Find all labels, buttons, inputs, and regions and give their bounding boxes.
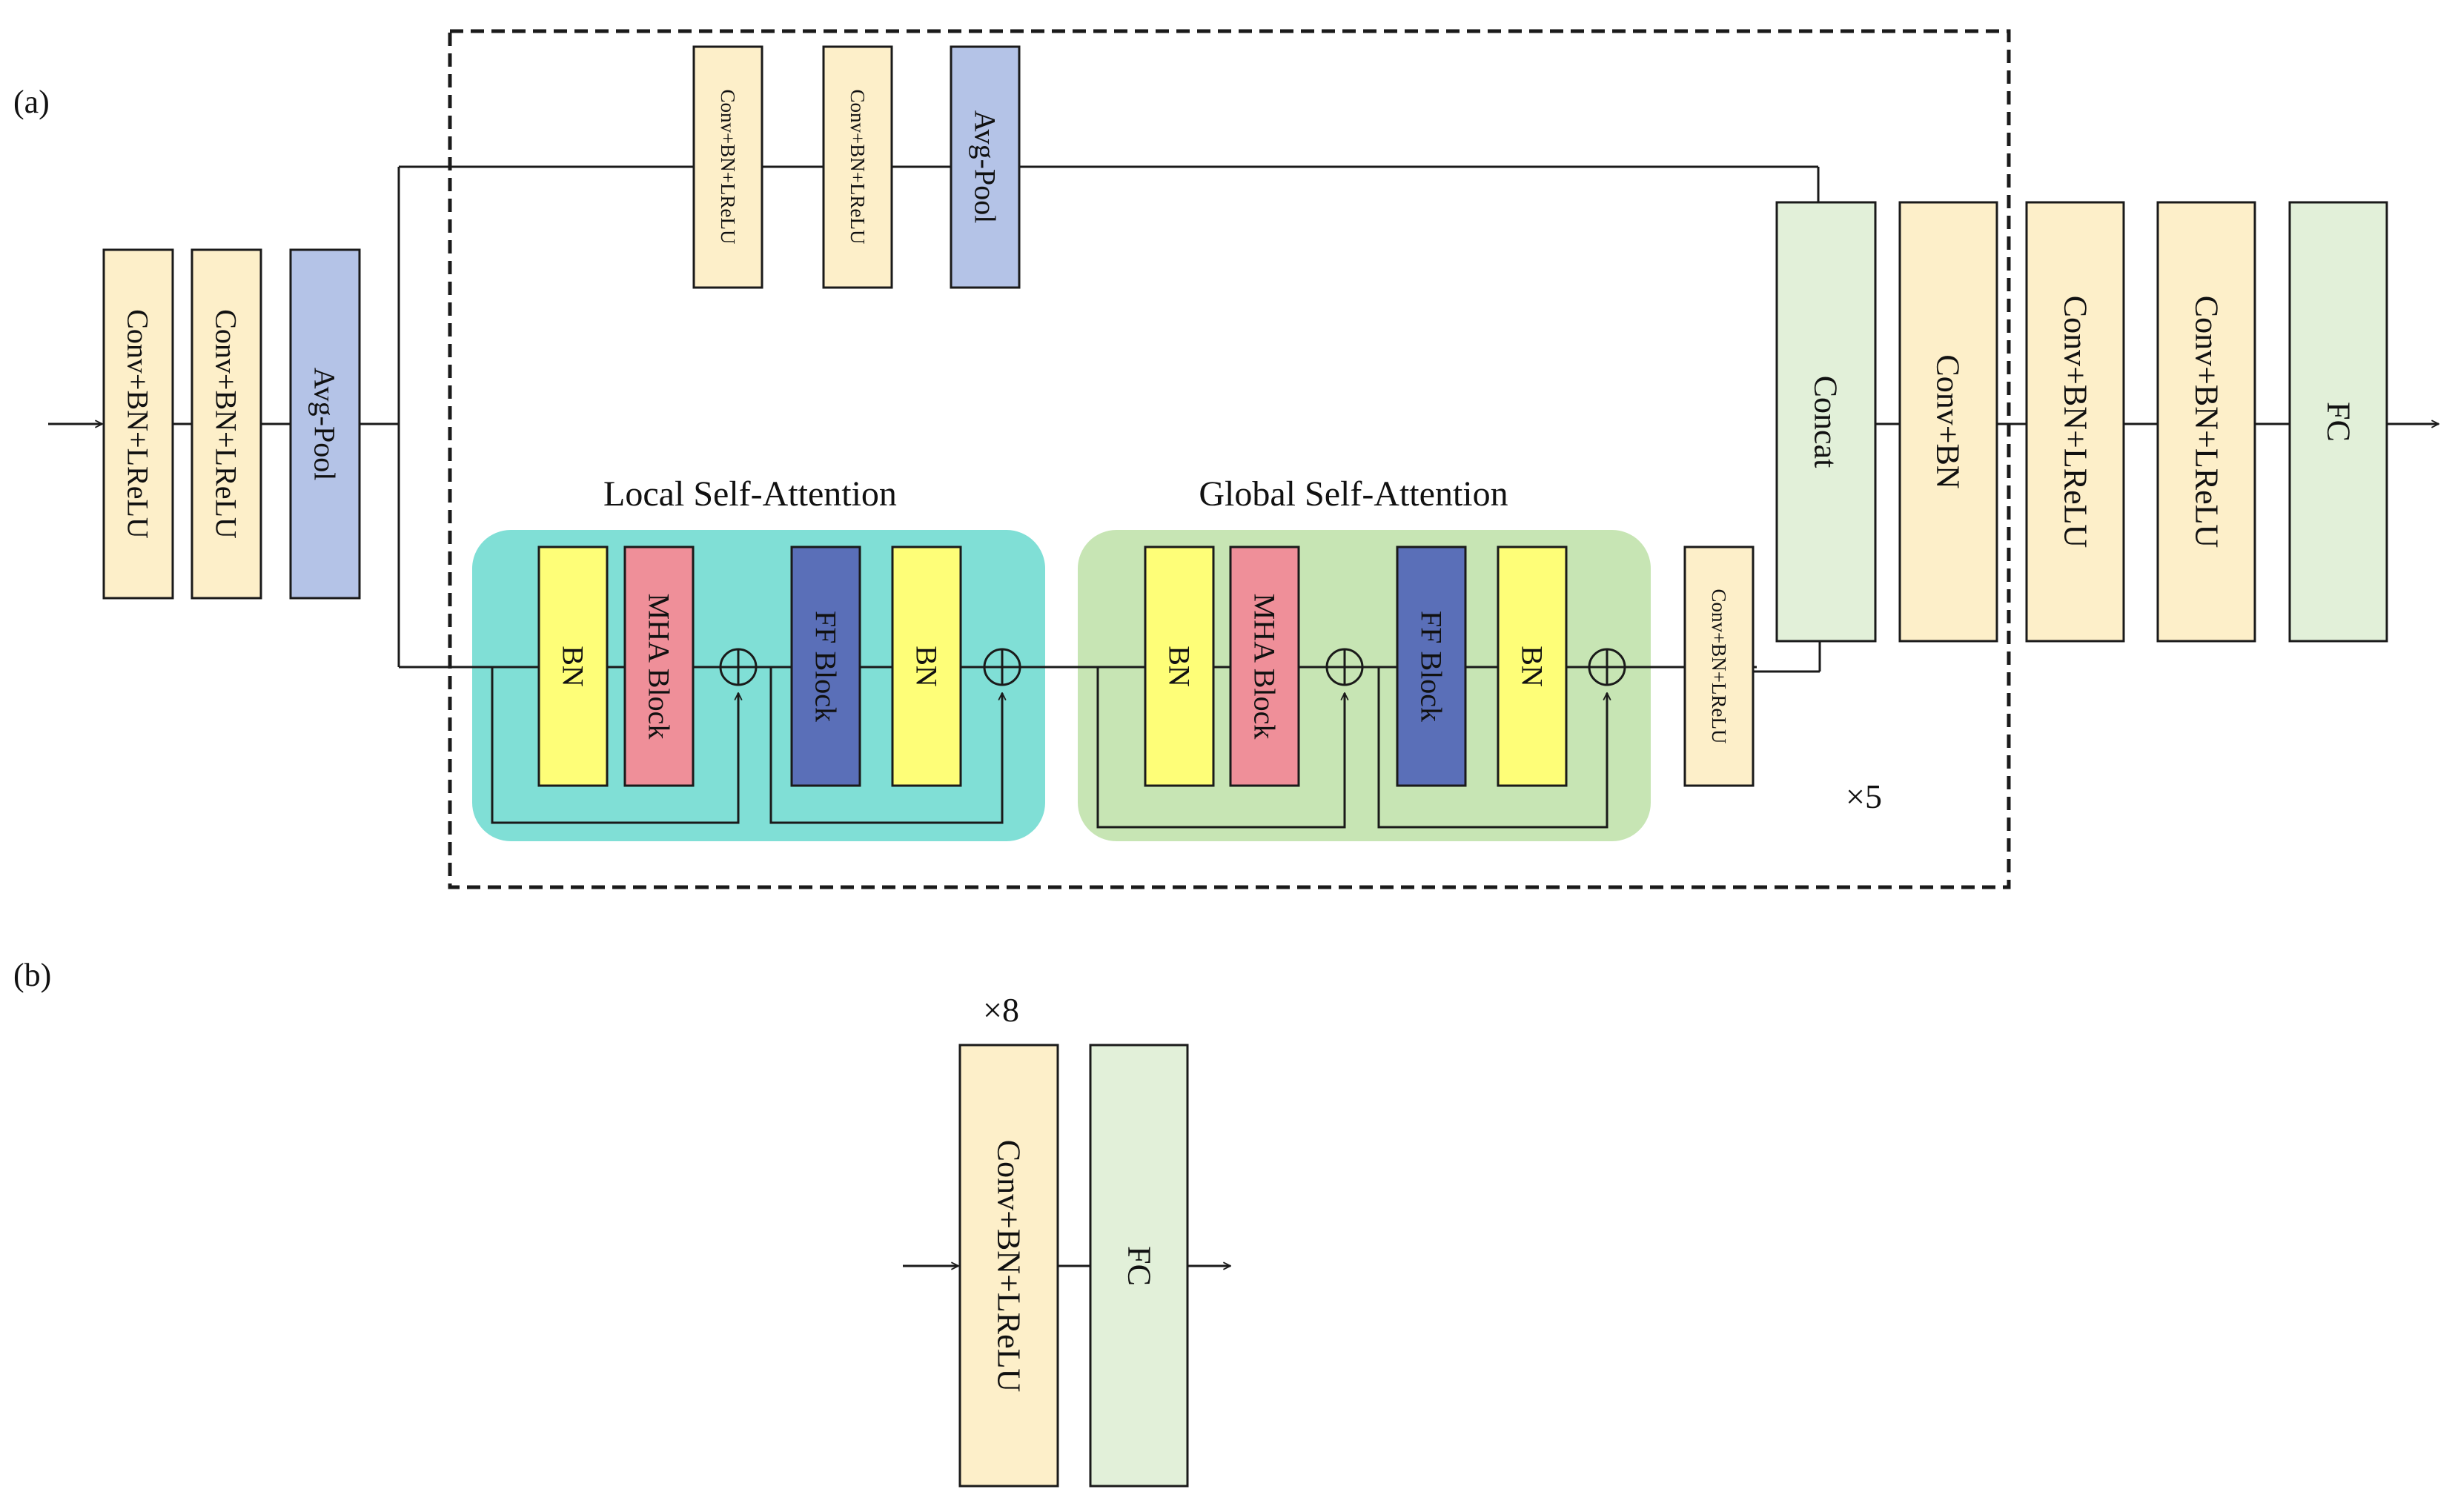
local-bn-block-2 — [891, 546, 962, 787]
global-bn-label-1: BN — [1163, 646, 1196, 687]
panel-b-fc-block — [1089, 1044, 1189, 1488]
stem-avgpool-label: Avg-Pool — [308, 368, 342, 481]
conv-bn-label: Conv+BN — [1930, 354, 1967, 488]
global-bn-label-2: BN — [1516, 646, 1549, 687]
panel-b-conv-block — [958, 1044, 1059, 1488]
global-mha-block — [1229, 546, 1300, 787]
panel-b-label: (b) — [13, 957, 51, 993]
local-bn-label-2: BN — [910, 646, 944, 687]
local-ff-block — [790, 546, 861, 787]
upper-conv-label-2: Conv+BN+LReLU — [847, 90, 869, 245]
post-attention-conv-label: Conv+BN+LReLU — [1708, 589, 1730, 744]
repeat-x8-label: ×8 — [983, 991, 1019, 1029]
upper-conv-label-1: Conv+BN+LReLU — [717, 90, 739, 245]
stem-conv-block-1 — [102, 248, 174, 600]
local-residual-2 — [769, 667, 1002, 824]
panel-b-fc-label: FC — [1122, 1246, 1158, 1286]
local-mha-block — [623, 546, 695, 787]
stem-conv-label-1: Conv+BN+LReLU — [122, 309, 155, 539]
head-conv-block-2 — [2156, 201, 2256, 643]
head-fc-block — [2288, 201, 2388, 643]
global-add-node-2 — [1588, 648, 1626, 686]
head-fc-label: FC — [2321, 402, 2357, 442]
local-attention-title: Local Self-Attention — [603, 474, 897, 514]
global-bn-block-1 — [1144, 546, 1215, 787]
post-attention-conv-block — [1683, 546, 1755, 787]
global-bn-block-2 — [1497, 546, 1568, 787]
global-add-node-1 — [1325, 648, 1364, 686]
concat-block — [1775, 201, 1877, 643]
stem-conv-label-2: Conv+BN+LReLU — [210, 309, 243, 539]
global-mha-label: MHA Block — [1248, 594, 1282, 740]
stem-conv-block-2 — [190, 248, 262, 600]
upper-conv-block-1 — [692, 45, 763, 289]
global-attention-title: Global Self-Attention — [1199, 474, 1508, 514]
upper-avgpool-label: Avg-Pool — [969, 110, 1002, 224]
repeat-x5-label: ×5 — [1846, 777, 1882, 815]
conv-bn-block — [1898, 201, 1998, 643]
stem-avgpool-block — [289, 248, 361, 600]
local-add-node-1 — [719, 648, 758, 686]
local-residual-1 — [491, 667, 738, 824]
local-ff-label: FF Block — [809, 611, 843, 722]
global-ff-label: FF Block — [1415, 611, 1448, 722]
head-conv-block-1 — [2025, 201, 2125, 643]
global-ff-block — [1396, 546, 1467, 787]
repeat-dashed-box — [448, 29, 2011, 889]
panel-a-label: (a) — [13, 84, 50, 120]
global-residual-1 — [1096, 667, 1345, 829]
head-conv-label-2: Conv+BN+LReLU — [2189, 296, 2225, 548]
local-bn-block-1 — [537, 546, 609, 787]
local-add-node-2 — [983, 648, 1021, 686]
global-residual-2 — [1377, 667, 1607, 829]
panel-b-conv-label: Conv+BN+LReLU — [991, 1140, 1027, 1393]
upper-avgpool-block — [950, 45, 1021, 289]
local-mha-label: MHA Block — [643, 594, 676, 740]
local-bn-label-1: BN — [557, 646, 590, 687]
upper-conv-block-2 — [822, 45, 893, 289]
concat-label: Concat — [1808, 376, 1844, 468]
head-conv-label-1: Conv+BN+LReLU — [2058, 296, 2094, 548]
